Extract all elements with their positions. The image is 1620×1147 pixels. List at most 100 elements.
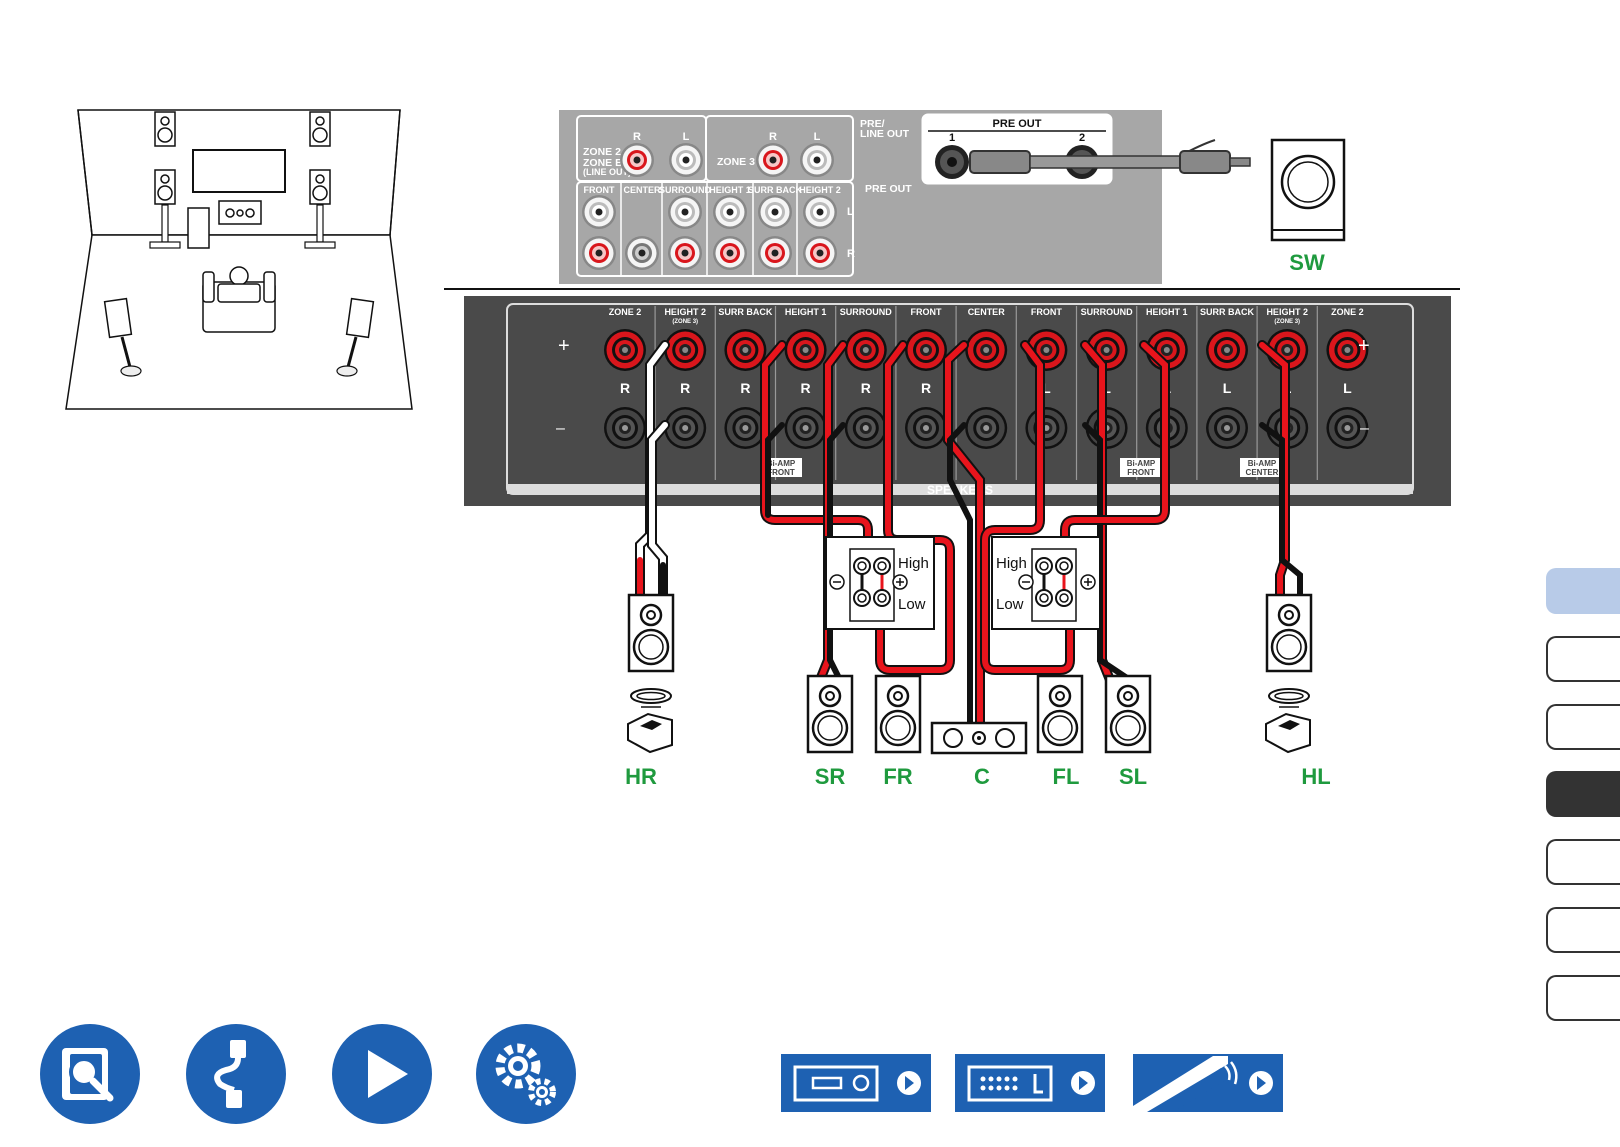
- pre-height1-r-jack: [713, 236, 747, 270]
- speaker-column-label: SURROUND: [1081, 307, 1134, 317]
- connection-button[interactable]: [186, 1024, 286, 1124]
- pre-line-out-label-2: LINE OUT: [860, 128, 910, 140]
- pre-surrback-l-jack: [758, 195, 792, 229]
- speaker-post-positive: [664, 329, 707, 371]
- front-right-speaker: [874, 674, 922, 754]
- label-sr: SR: [815, 764, 846, 789]
- speaker-post-positive: [1206, 329, 1248, 371]
- label-c: C: [974, 764, 990, 789]
- center-speaker-icon: [218, 200, 262, 225]
- front-left-speaker: [1036, 674, 1084, 754]
- front-right-speaker-icon: [309, 169, 331, 205]
- speaker-post-positive: [844, 329, 887, 371]
- subwoofer-label: SW: [1289, 250, 1325, 275]
- speaker-column-label: CENTER: [968, 307, 1006, 317]
- label-sl: SL: [1119, 764, 1147, 789]
- side-tab-6[interactable]: [1546, 907, 1620, 953]
- biamp-low-label-right: Low: [898, 596, 926, 613]
- svg-text:Bi-AMP: Bi-AMP: [767, 459, 796, 468]
- speaker-channel-label: R: [861, 380, 871, 396]
- speaker-column-label: HEIGHT 2: [664, 307, 706, 317]
- zone3-l-jack: [800, 143, 834, 177]
- speaker-post-negative: [604, 407, 646, 449]
- zone3-r-jack: [756, 143, 790, 177]
- biamp-badge-front-2: Bi-AMP FRONT: [1120, 458, 1162, 477]
- pre-ch-surround: SURROUND: [659, 185, 712, 195]
- speaker-post-positive: [965, 329, 1008, 371]
- speaker-channel-label: L: [1343, 380, 1352, 396]
- speaker-post-negative: [1206, 407, 1248, 449]
- speaker-column-sublabel: (ZONE 3): [672, 319, 698, 325]
- sub-jack-1-label: 1: [949, 132, 955, 144]
- speaker-post-positive: [604, 329, 646, 371]
- speaker-column-label: HEIGHT 1: [1146, 307, 1188, 317]
- speaker-column-label: SURR BACK: [1200, 307, 1255, 317]
- side-tab-5[interactable]: [1546, 839, 1620, 885]
- svg-text:Bi-AMP: Bi-AMP: [1127, 459, 1156, 468]
- label-hr: HR: [625, 764, 657, 789]
- manual-search-button[interactable]: [40, 1024, 140, 1124]
- subwoofer-icon: [1270, 138, 1346, 242]
- height-right-speaker: [627, 593, 675, 754]
- side-tab-3[interactable]: [1546, 704, 1620, 750]
- receiver-front-icon: [793, 1065, 921, 1102]
- speaker-column-label: SURR BACK: [718, 307, 773, 317]
- speaker-channel-label: R: [740, 380, 750, 396]
- label-fr: FR: [883, 764, 912, 789]
- pre-front-r-jack: [582, 236, 616, 270]
- biamp-high-label-right: High: [898, 555, 929, 572]
- receiver-front-button[interactable]: [781, 1054, 931, 1112]
- biamp-terminal-right: High Low: [825, 536, 935, 630]
- remote-control-button[interactable]: [1133, 1054, 1283, 1112]
- speaker-post-negative: [905, 407, 947, 449]
- zone2-l-label: L: [683, 131, 690, 143]
- front-left-speaker-icon: [154, 169, 176, 205]
- speaker-post-negative: [664, 407, 707, 449]
- speaker-channel-label: R: [921, 380, 931, 396]
- pre-ch-center: CENTER: [623, 185, 661, 195]
- room-layout-illustration: [65, 109, 413, 410]
- zone2-r-label: R: [633, 131, 641, 143]
- pre-height1-l-jack: [713, 195, 747, 229]
- svg-text:Bi-AMP: Bi-AMP: [1248, 459, 1277, 468]
- svg-text:CENTER: CENTER: [1246, 468, 1279, 477]
- pre-surrback-r-jack: [758, 236, 792, 270]
- speaker-column-label: FRONT: [911, 307, 942, 317]
- pre-out-label: PRE OUT: [865, 183, 912, 195]
- setup-button[interactable]: [476, 1024, 576, 1124]
- speaker-channel-label: L: [1042, 380, 1051, 396]
- side-tab-2[interactable]: [1546, 636, 1620, 682]
- side-tab-1[interactable]: [1546, 568, 1620, 614]
- speaker-column-label: HEIGHT 1: [785, 307, 827, 317]
- pre-r-label: R: [847, 248, 855, 260]
- surround-right-speaker: [806, 674, 854, 754]
- speaker-post-negative: [784, 407, 827, 449]
- zone3-label: ZONE 3: [717, 156, 755, 168]
- speaker-column-label: SURROUND: [840, 307, 893, 317]
- remote-control-icon: [1133, 1056, 1273, 1112]
- playback-icon: [368, 1050, 408, 1098]
- pre-surround-l-jack: [668, 195, 702, 229]
- manual-search-icon: [62, 1048, 114, 1102]
- speaker-post-negative: [1025, 407, 1068, 449]
- subwoofer-room-icon: [187, 207, 210, 249]
- center-speaker: [930, 721, 1028, 755]
- receiver-rear-button[interactable]: [955, 1054, 1105, 1112]
- biamp-high-label-left: High: [996, 555, 1027, 572]
- svg-text:FRONT: FRONT: [1127, 468, 1155, 477]
- setup-gears-icon: [495, 1043, 556, 1106]
- speaker-post-positive: [905, 329, 947, 371]
- pre-surround-r-jack: [668, 236, 702, 270]
- pre-front-l-jack: [582, 195, 616, 229]
- pre-out-panel: ZONE 2 ZONE B (LINE OUT) R L ZONE 3 R L …: [559, 110, 1251, 284]
- side-tab-4[interactable]: [1546, 771, 1620, 817]
- zone2-l-jack: [669, 143, 703, 177]
- zone3-l-label: L: [814, 131, 821, 143]
- zone2-r-jack: [620, 143, 654, 177]
- speaker-post-negative: [844, 407, 887, 449]
- speaker-channel-label: R: [801, 380, 811, 396]
- cable-connection-icon: [214, 1040, 246, 1108]
- playback-button[interactable]: [332, 1024, 432, 1124]
- side-tab-7[interactable]: [1546, 975, 1620, 1021]
